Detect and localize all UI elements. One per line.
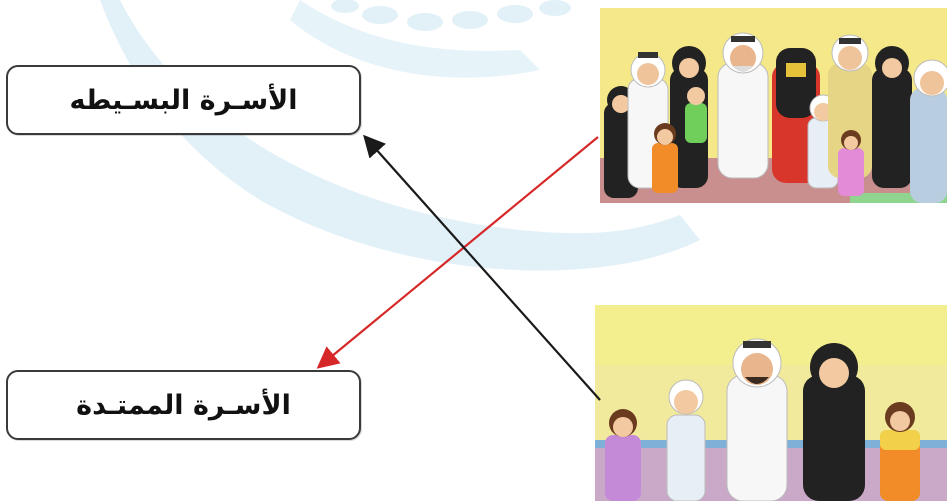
simple-family-label: الأسـرة البسـيطه xyxy=(69,84,298,116)
extended-family-label-box: الأسـرة الممتـدة xyxy=(6,370,361,440)
extended-family-illustration xyxy=(600,8,947,203)
simple-family-illustration xyxy=(595,305,947,501)
simple-family-label-box: الأسـرة البسـيطه xyxy=(6,65,361,135)
extended-family-label: الأسـرة الممتـدة xyxy=(76,389,291,421)
